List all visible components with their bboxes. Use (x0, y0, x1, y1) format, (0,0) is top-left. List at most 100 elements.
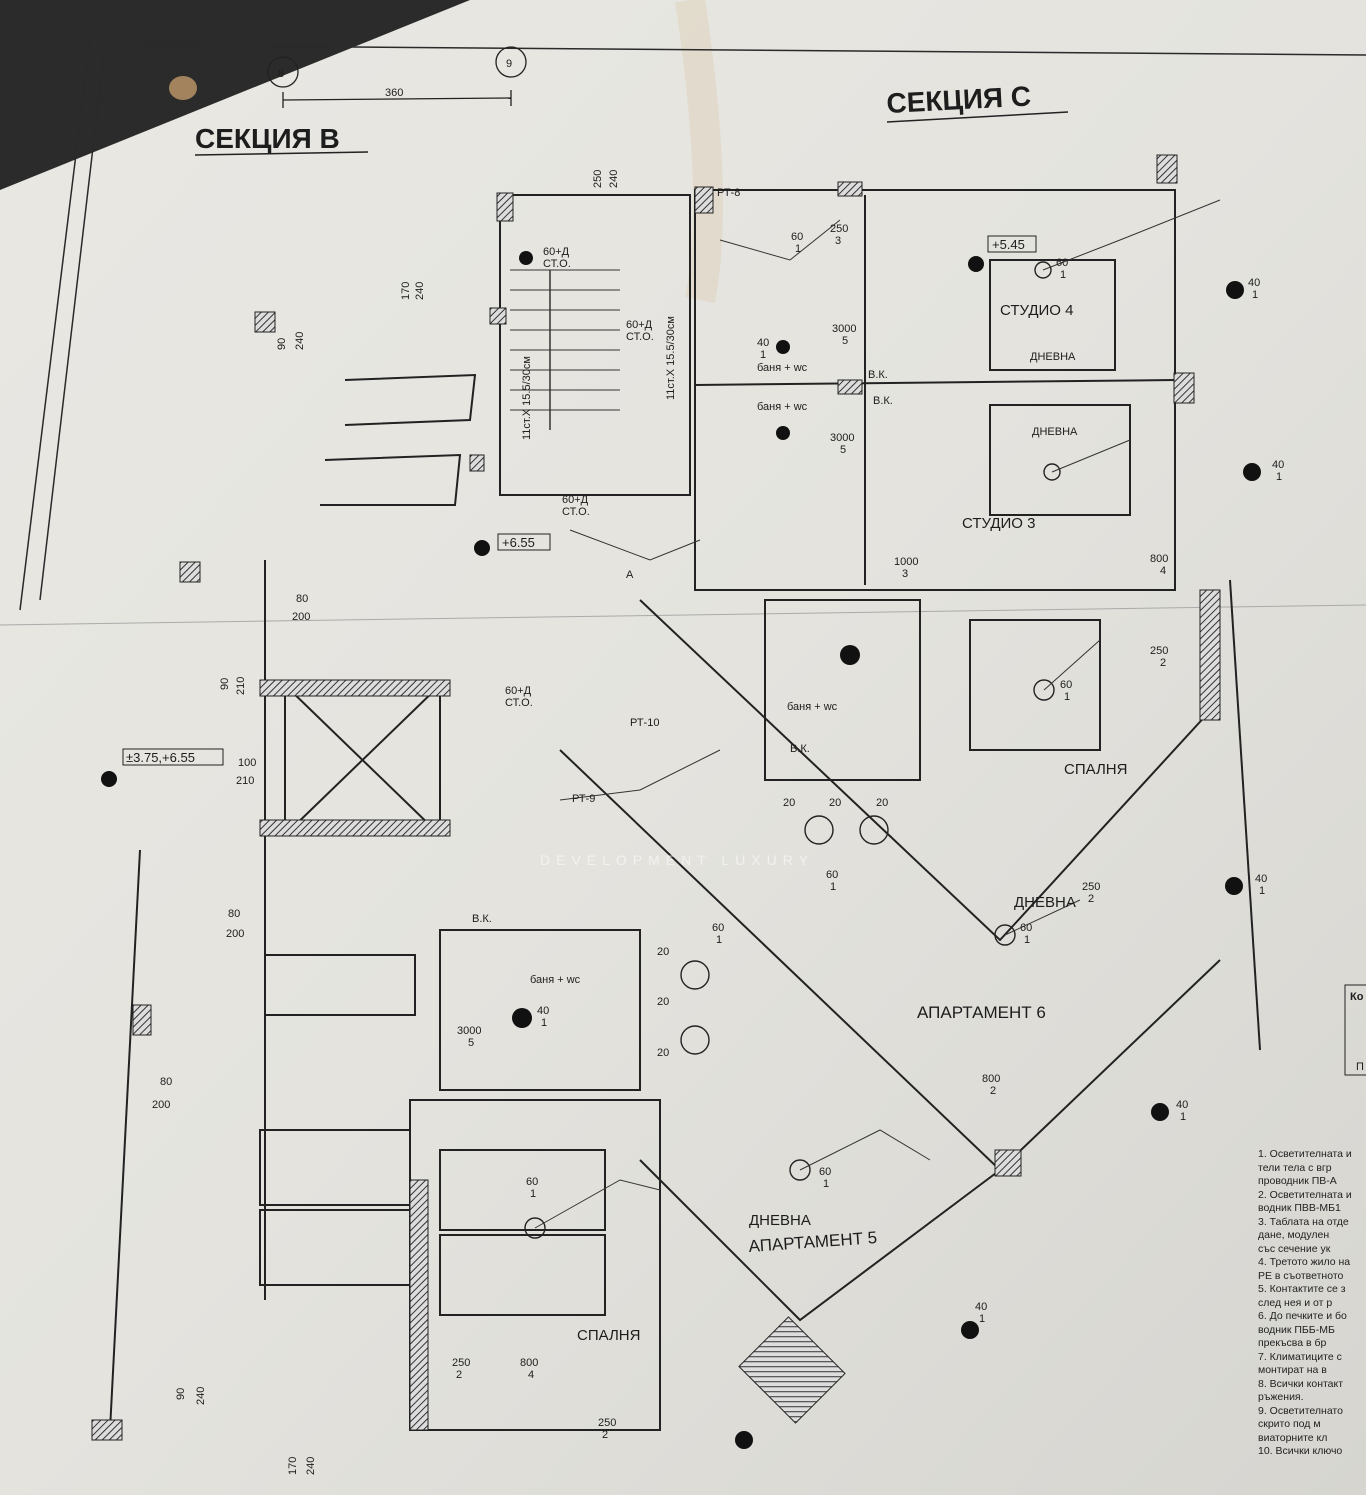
side-box-p: П (1356, 1061, 1364, 1073)
svg-text:60: 60 (1056, 257, 1068, 269)
svg-text:60: 60 (791, 231, 803, 243)
svg-text:1: 1 (1060, 269, 1066, 281)
general-notes: 1. Осветителната и тели тела с вгр прово… (1258, 1148, 1366, 1459)
svg-text:2: 2 (1088, 893, 1094, 905)
svg-text:2: 2 (602, 1429, 608, 1441)
axis-8: 8 (278, 68, 284, 80)
note-line: ръжения. (1258, 1391, 1304, 1403)
panel-pt8: РТ-8 (717, 187, 740, 199)
note-line: 4. Третото жило на (1258, 1256, 1351, 1268)
svg-text:200: 200 (292, 611, 310, 623)
vk-3: В.К. (790, 743, 810, 755)
svg-text:20: 20 (657, 1047, 669, 1059)
svg-text:210: 210 (236, 775, 254, 787)
side-box-k: Ко (1350, 991, 1364, 1003)
vk-4: В.К. (472, 913, 492, 925)
svg-text:800: 800 (982, 1073, 1000, 1085)
room-bath-4: баня + wc (530, 974, 581, 986)
grid-axes (267, 46, 527, 108)
svg-text:20: 20 (876, 797, 888, 809)
room-bath-2: баня + wc (757, 401, 808, 413)
svg-text:240: 240 (608, 170, 620, 188)
svg-text:3000: 3000 (830, 432, 854, 444)
wiring (534, 199, 1221, 1229)
svg-text:80: 80 (228, 908, 240, 920)
svg-text:250: 250 (830, 223, 848, 235)
room-living-apt6: ДНЕВНА (1014, 894, 1076, 911)
note-line: скрито под м (1258, 1418, 1321, 1430)
lamp-label-3b: СТ.О. (562, 506, 590, 518)
svg-text:40: 40 (1255, 873, 1267, 885)
vk-2: В.К. (873, 395, 893, 407)
note-line: 7. Климатиците с (1258, 1350, 1342, 1363)
section-b-title: СЕКЦИЯ В (195, 123, 340, 154)
room-studio-3: СТУДИО 3 (962, 515, 1035, 532)
level-655: +6.55 (502, 535, 535, 550)
note-line: прекъсва в бр (1258, 1337, 1327, 1349)
room-living-studio4: ДНЕВНА (1030, 351, 1076, 363)
panel-pt10: РТ-10 (630, 717, 659, 729)
svg-text:80: 80 (296, 593, 308, 605)
svg-text:1: 1 (823, 1178, 829, 1190)
a-mark: А (626, 569, 634, 581)
svg-text:60: 60 (1060, 679, 1072, 691)
note-line: дане, модулен (1258, 1229, 1330, 1241)
svg-text:40: 40 (1176, 1099, 1188, 1111)
lamp-label-2: 60+Д (626, 319, 653, 331)
svg-text:60: 60 (712, 922, 724, 934)
lamp-label-1b: СТ.О. (543, 258, 571, 270)
svg-text:2: 2 (990, 1085, 996, 1097)
room-bedroom-apt6: СПАЛНЯ (1064, 761, 1127, 778)
room-bedroom-apt5: СПАЛНЯ (577, 1327, 640, 1344)
svg-text:40: 40 (1272, 459, 1284, 471)
svg-text:200: 200 (152, 1099, 170, 1111)
svg-text:2: 2 (456, 1369, 462, 1381)
svg-text:1000: 1000 (894, 556, 918, 568)
svg-text:1: 1 (979, 1313, 985, 1325)
note-line: 9. Осветителнато (1258, 1404, 1343, 1417)
svg-text:240: 240 (305, 1457, 317, 1475)
svg-text:240: 240 (294, 332, 306, 350)
svg-text:3: 3 (835, 235, 841, 247)
svg-text:90: 90 (276, 338, 288, 350)
svg-text:250: 250 (592, 170, 604, 188)
svg-text:4: 4 (528, 1369, 534, 1381)
svg-text:250: 250 (598, 1417, 616, 1429)
svg-text:4: 4 (1160, 565, 1166, 577)
axis-9: 9 (506, 58, 512, 70)
note-line: монтират на в (1258, 1364, 1327, 1376)
note-line: 5. Контактите се з (1258, 1283, 1346, 1295)
svg-text:40: 40 (757, 337, 769, 349)
svg-text:5: 5 (468, 1037, 474, 1049)
svg-text:210: 210 (235, 677, 247, 695)
columns (91, 154, 1221, 1441)
svg-text:20: 20 (657, 946, 669, 958)
room-studio-4: СТУДИО 4 (1000, 302, 1073, 319)
svg-text:20: 20 (829, 797, 841, 809)
svg-text:40: 40 (975, 1301, 987, 1313)
svg-text:1: 1 (530, 1188, 536, 1200)
svg-text:1: 1 (1180, 1111, 1186, 1123)
svg-text:60: 60 (526, 1176, 538, 1188)
svg-text:20: 20 (657, 996, 669, 1008)
svg-text:5: 5 (842, 335, 848, 347)
svg-text:60: 60 (819, 1166, 831, 1178)
axis-span: 360 (385, 87, 403, 99)
svg-text:3000: 3000 (457, 1025, 481, 1037)
note-line: 10. Всички ключо (1258, 1445, 1343, 1457)
svg-text:40: 40 (537, 1005, 549, 1017)
vk-1: В.К. (868, 369, 888, 381)
room-apartment-6: АПАРТАМЕНТ 6 (917, 1003, 1046, 1022)
note-line: 2. Осветителната и (1258, 1188, 1352, 1201)
note-line: водник ПВВ-МБ1 (1258, 1202, 1341, 1214)
socket-symbols (101, 251, 1261, 1449)
svg-text:100: 100 (238, 757, 256, 769)
note-line: 6. До печките и бо (1258, 1310, 1347, 1322)
svg-text:1: 1 (1064, 691, 1070, 703)
note-line: проводник ПВ-А (1258, 1175, 1337, 1187)
lamp-label-4b: СТ.О. (505, 697, 533, 709)
